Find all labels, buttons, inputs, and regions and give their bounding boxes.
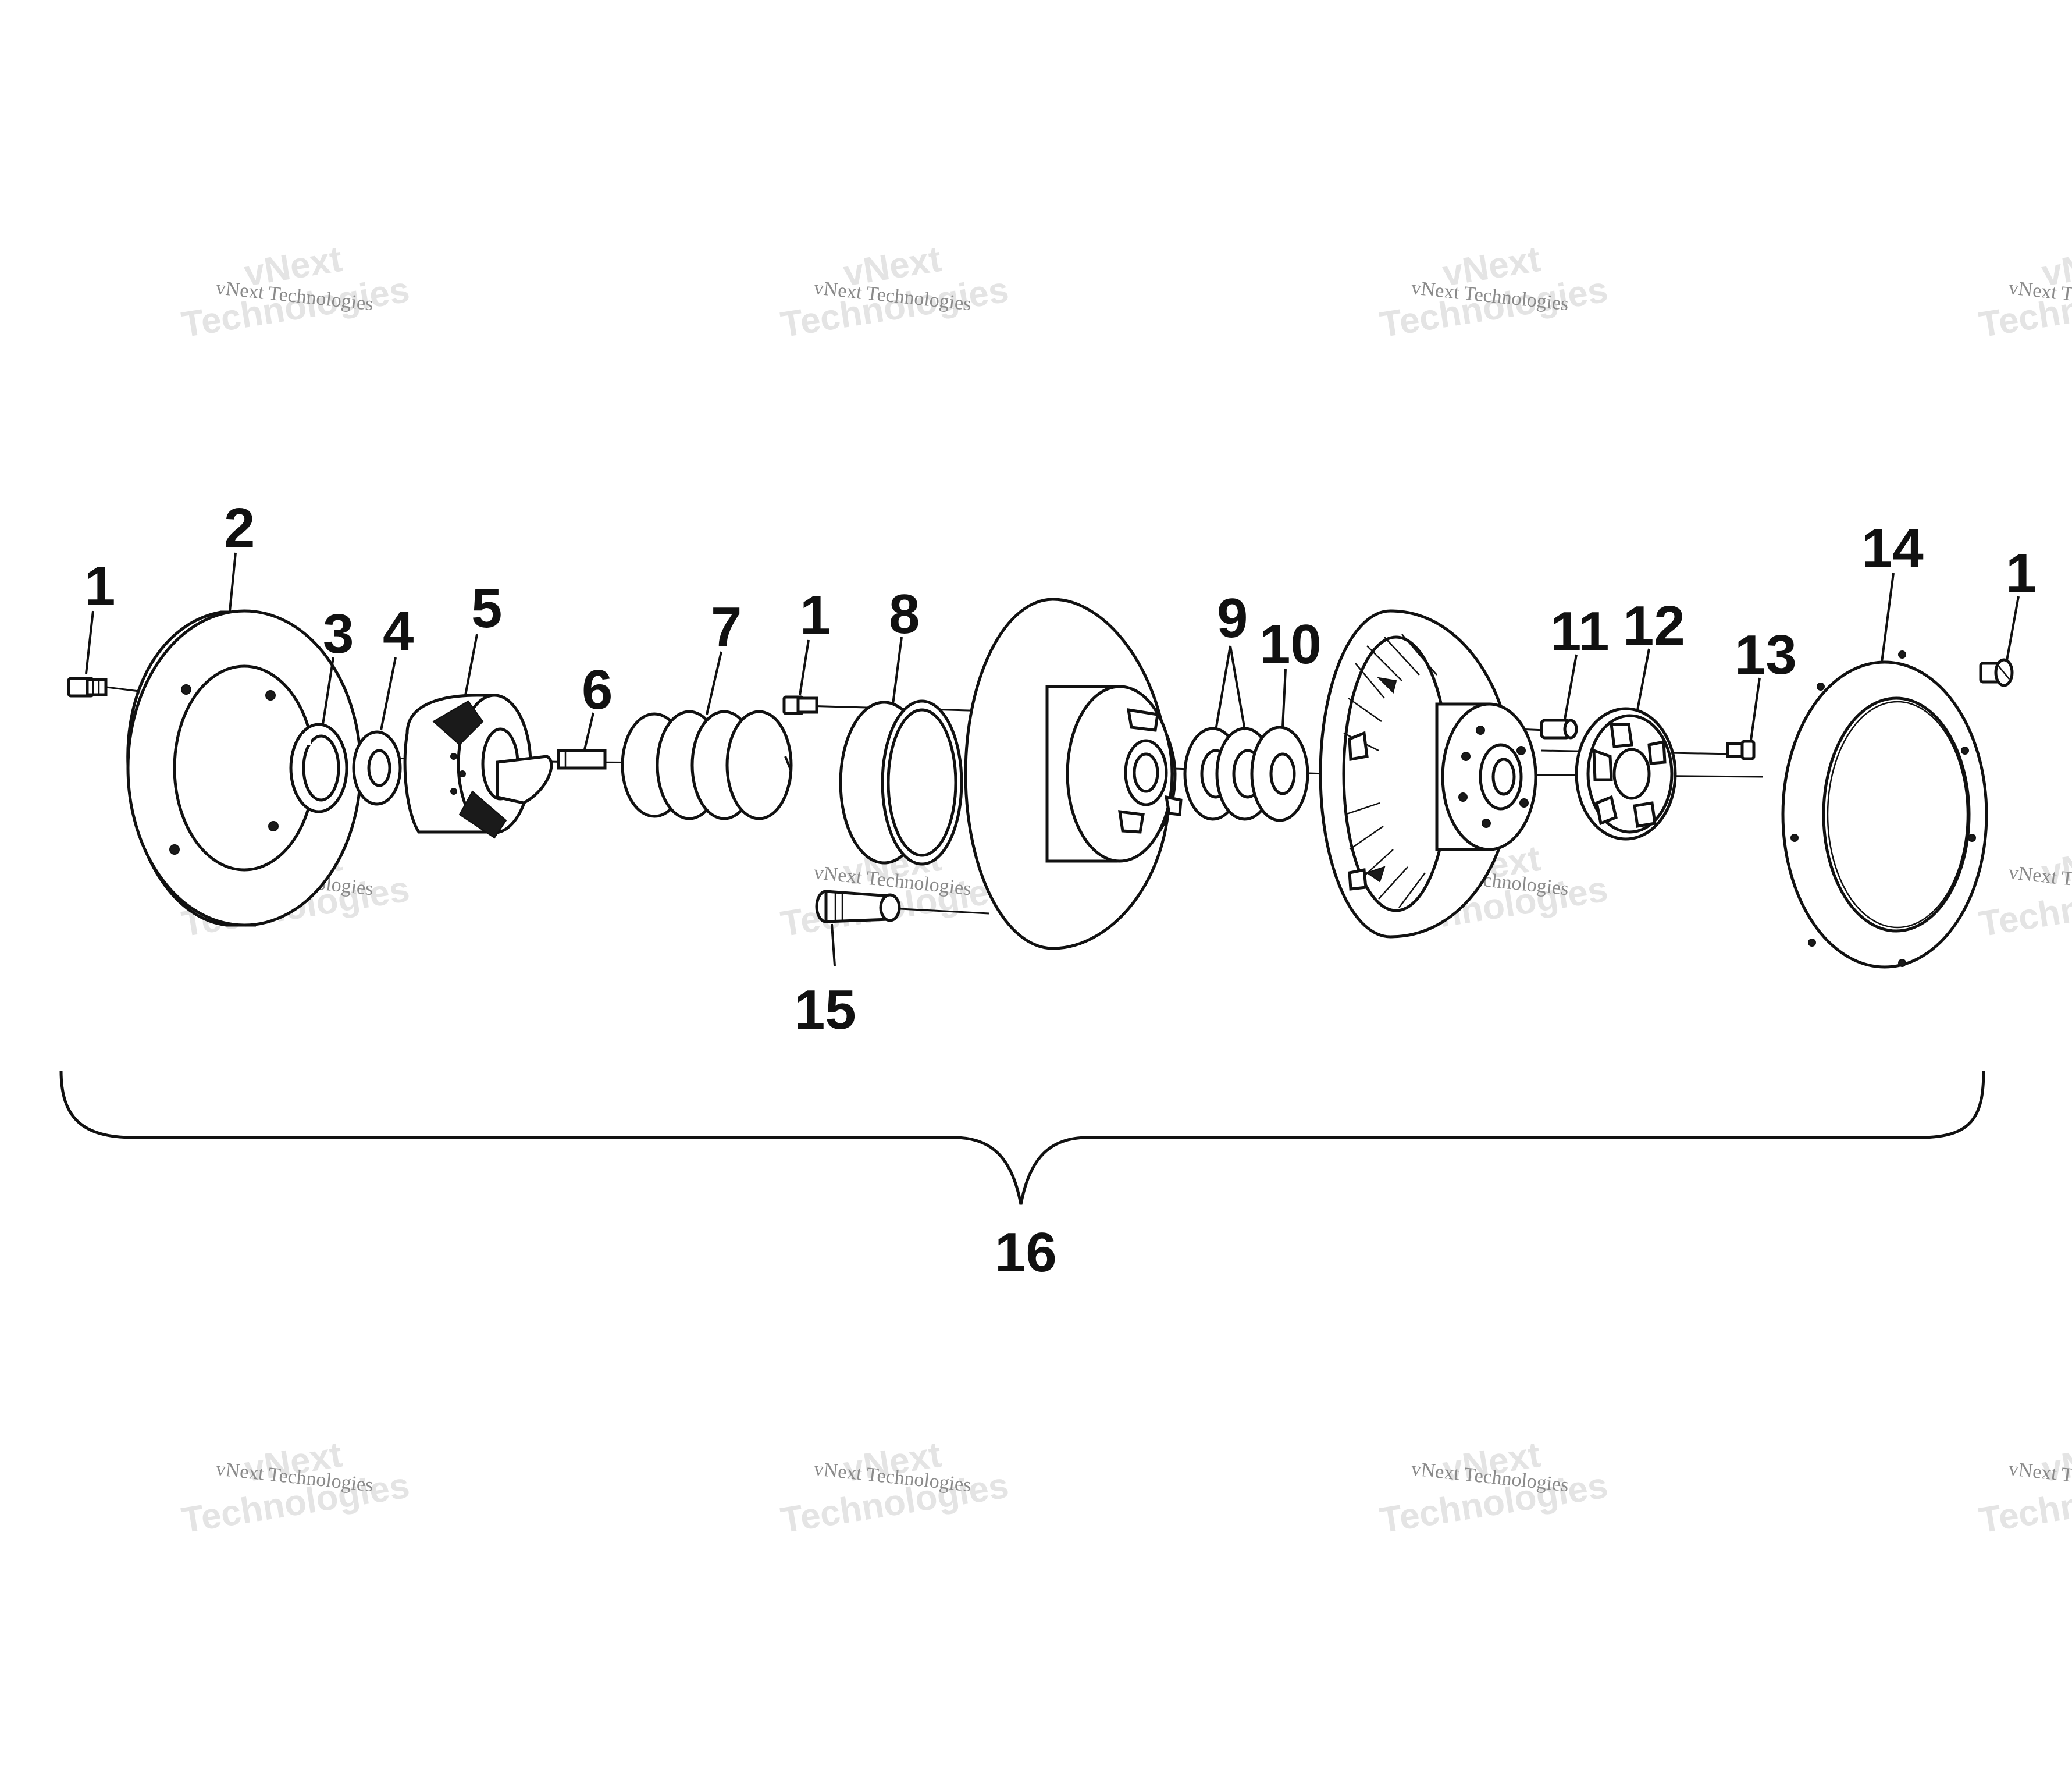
callout-11: 11 <box>1550 600 1609 663</box>
washer <box>352 730 402 806</box>
callout-13: 13 <box>1735 624 1797 686</box>
callout-15: 15 <box>794 979 856 1041</box>
bolt-small <box>1726 740 1756 760</box>
callout-3: 3 <box>323 603 354 665</box>
callouts: 1 2 3 4 5 6 7 1 8 9 10 11 12 13 14 1 15 … <box>84 497 2037 1284</box>
callout-14: 14 <box>1861 517 1924 580</box>
callout-6: 6 <box>582 659 613 721</box>
moveable-sheave <box>1319 609 1537 939</box>
bolt-left <box>67 677 108 698</box>
callout-1: 1 <box>84 555 115 617</box>
callout-5: 5 <box>471 577 502 639</box>
bolt-middle <box>782 695 818 715</box>
spring <box>621 710 793 820</box>
callout-16: 16 <box>995 1221 1057 1284</box>
cooling-fins <box>1343 634 1437 908</box>
cam-helix <box>403 694 553 839</box>
bushing <box>839 699 963 866</box>
callout-9: 9 <box>1217 587 1248 649</box>
sleeve <box>815 890 901 923</box>
callout-8: 8 <box>889 583 920 645</box>
bolt-right <box>1979 658 2014 687</box>
callout-2: 2 <box>224 497 255 559</box>
callout-7: 7 <box>711 596 742 658</box>
spider-cap <box>1575 707 1677 841</box>
assembly-brace <box>59 1070 1985 1205</box>
thrust-washer <box>1250 726 1309 822</box>
key-pin <box>557 749 607 770</box>
callout-1-middle: 1 <box>800 584 831 646</box>
cover-plate <box>126 609 362 927</box>
callout-4: 4 <box>383 600 414 663</box>
roller-pin <box>1540 719 1578 740</box>
leader-lines <box>85 552 2020 966</box>
callout-10: 10 <box>1259 613 1322 676</box>
gasket-ring <box>1781 650 1988 969</box>
stationary-sheave <box>964 598 1183 950</box>
callout-1-right: 1 <box>2006 542 2037 605</box>
snap-ring <box>289 723 348 813</box>
callout-12: 12 <box>1623 595 1685 657</box>
